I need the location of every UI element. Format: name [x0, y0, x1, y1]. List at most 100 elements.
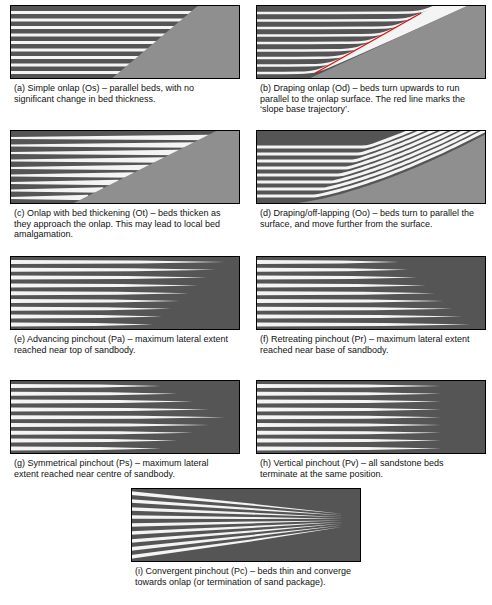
sand-bed — [10, 431, 193, 435]
strata — [10, 5, 240, 79]
sand-bed — [256, 260, 399, 264]
slope-surface — [110, 5, 240, 79]
sand-bed — [10, 172, 134, 177]
panel: (e) Advancing pinchout (Pa) – maximum la… — [10, 256, 240, 357]
panel-illustration — [9, 256, 240, 330]
sand-bed — [10, 276, 207, 280]
panel-border — [257, 257, 486, 330]
sand-bed — [256, 283, 426, 287]
sand-bed — [131, 525, 343, 551]
panel-caption: (c) Onlap with bed thickening (Ot) – bed… — [10, 208, 234, 240]
panel-border — [257, 6, 486, 79]
sand-bed — [256, 431, 441, 435]
panel-illustration — [255, 380, 486, 454]
mud-background — [10, 380, 240, 454]
sand-bed — [10, 322, 153, 326]
sand-bed — [256, 439, 441, 443]
sand-bed — [256, 392, 441, 396]
sand-bed — [10, 315, 162, 319]
panel-illustration — [9, 380, 240, 454]
mud-background — [256, 256, 486, 330]
sand-bed — [256, 299, 444, 303]
panel-caption: (i) Convergent pinchout (Pc) – beds thin… — [131, 566, 355, 587]
panel-border — [11, 131, 240, 204]
sand-bed — [10, 165, 149, 170]
sand-bed — [131, 527, 343, 559]
sand-bed — [10, 195, 88, 200]
panel: (b) Draping onlap (Od) – beds turn upwar… — [256, 5, 486, 117]
sand-bed — [10, 260, 225, 264]
slope-surface — [306, 5, 486, 79]
sand-bed — [256, 130, 486, 154]
slope-surface — [70, 130, 240, 204]
sand-bed — [10, 384, 161, 388]
sand-bed — [10, 142, 195, 147]
sand-bed — [256, 400, 441, 404]
sand-bed — [256, 322, 471, 326]
panel: (h) Vertical pinchout (Pv) – all sandsto… — [256, 380, 486, 481]
panel: (f) Retreating pinchout (Pr) – maximum l… — [256, 256, 486, 357]
panel: (d) Draping/off-lapping (Oo) – beds turn… — [256, 130, 486, 231]
strata — [10, 380, 240, 454]
sand-bed — [131, 524, 343, 543]
panel: (a) Simple onlap (Os) – parallel beds, w… — [10, 5, 240, 106]
panel-caption: (d) Draping/off-lapping (Oo) – beds turn… — [256, 208, 480, 229]
sand-bed — [10, 407, 209, 411]
panel: (i) Convergent pinchout (Pc) – beds thin… — [131, 488, 361, 589]
sand-bed — [10, 415, 225, 419]
panel-border — [11, 257, 240, 330]
sand-bed — [10, 392, 177, 396]
sand-bed — [10, 439, 177, 443]
panel-illustration — [130, 488, 361, 562]
sand-bed — [256, 423, 441, 427]
panel-border — [132, 489, 361, 562]
panel-caption: (e) Advancing pinchout (Pa) – maximum la… — [10, 334, 234, 355]
panel-illustration — [10, 4, 241, 80]
sand-bed — [256, 315, 462, 319]
mud-background — [10, 5, 240, 79]
sand-bed — [256, 268, 408, 272]
panel: (g) Symmetrical pinchout (Ps) – maximum … — [10, 380, 240, 481]
sand-bed — [10, 180, 119, 185]
panel-illustration — [255, 256, 486, 330]
sand-bed — [10, 187, 103, 192]
strata — [10, 130, 240, 204]
sand-bed — [10, 291, 189, 295]
sand-bed — [10, 400, 193, 404]
panel-caption: (h) Vertical pinchout (Pv) – all sandsto… — [256, 458, 480, 479]
strata — [131, 488, 361, 562]
strata — [256, 380, 486, 454]
mud-background — [131, 488, 361, 562]
sand-bed — [131, 515, 343, 519]
mud-background — [10, 256, 240, 330]
strata — [256, 5, 486, 79]
panel-caption: (g) Symmetrical pinchout (Ps) – maximum … — [10, 458, 234, 479]
sand-bed — [256, 446, 441, 450]
sand-bed — [256, 384, 441, 388]
sand-bed — [256, 291, 435, 295]
sand-bed — [10, 268, 216, 272]
sand-bed — [256, 5, 456, 21]
strata — [256, 130, 486, 204]
sand-bed — [256, 307, 453, 311]
strata — [256, 256, 486, 330]
sand-bed — [256, 407, 441, 411]
sand-bed — [10, 135, 210, 140]
panel-illustration — [10, 129, 241, 205]
panel-caption: (b) Draping onlap (Od) – beds turn upwar… — [256, 83, 480, 115]
sand-bed — [10, 299, 180, 303]
sand-bed — [10, 157, 164, 162]
strata — [10, 256, 240, 330]
panel-border — [257, 131, 486, 204]
sand-bed — [10, 307, 171, 311]
sand-bed — [256, 130, 486, 147]
slope-surface — [286, 134, 486, 204]
panel-illustration — [254, 0, 487, 80]
mud-background — [10, 130, 240, 204]
mud-background — [256, 380, 486, 454]
panel: (c) Onlap with bed thickening (Ot) – bed… — [10, 130, 240, 242]
sand-bed — [10, 423, 209, 427]
panel-border — [11, 381, 240, 454]
sand-bed — [10, 446, 161, 450]
